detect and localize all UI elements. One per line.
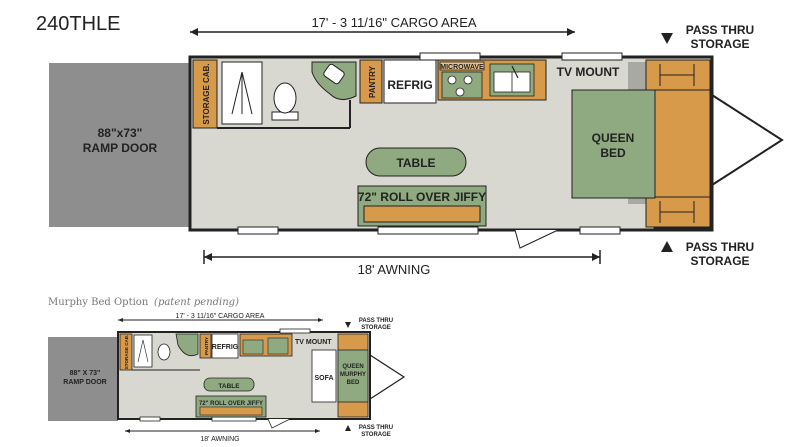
jiffy-label: 72" ROLL OVER JIFFY bbox=[358, 190, 486, 204]
ramp-door-size: 88"x73" bbox=[98, 126, 143, 140]
pass-thru-top-label: PASS THRU bbox=[686, 23, 754, 37]
option-pass-thru-bottom: PASS THRU bbox=[359, 425, 393, 431]
option-refrig-label: REFRIG bbox=[212, 344, 239, 351]
option-pass-thru-top: PASS THRU bbox=[359, 318, 393, 324]
pass-thru-bottom-label: PASS THRU bbox=[686, 240, 754, 254]
option-pass-thru-bottom: STORAGE bbox=[361, 432, 391, 438]
window bbox=[579, 226, 621, 235]
pass-thru-top-label: STORAGE bbox=[690, 37, 749, 51]
queen-bed bbox=[571, 89, 656, 199]
option-pass-thru-arrow-icon bbox=[345, 322, 351, 328]
storage-cab-label: STORAGE CAB. bbox=[202, 63, 211, 124]
option-storage-cab-label: STORAGE CAB. bbox=[124, 335, 129, 369]
awning-dimension bbox=[203, 250, 601, 264]
option-sofa-label: SOFA bbox=[314, 375, 333, 382]
pantry bbox=[359, 59, 383, 104]
dinette-table bbox=[365, 147, 467, 177]
awning-label: 18' AWNING bbox=[358, 262, 431, 277]
refrig-label: REFRIG bbox=[387, 78, 432, 92]
queen-bed-label: BED bbox=[600, 146, 626, 160]
table-label: TABLE bbox=[396, 156, 435, 170]
burner-icon bbox=[455, 87, 465, 97]
pass-thru-arrow-icon bbox=[661, 33, 673, 44]
cargo-dimension bbox=[190, 16, 575, 36]
ramp-door bbox=[49, 63, 190, 227]
window bbox=[279, 328, 311, 334]
option-murphy-label: MURPHY bbox=[340, 372, 366, 378]
option-pass-thru-arrow-icon bbox=[345, 425, 351, 431]
option-hitch bbox=[369, 354, 406, 400]
burner-icon bbox=[447, 75, 457, 85]
option-refrigerator bbox=[211, 333, 239, 359]
storage-slats bbox=[659, 64, 695, 223]
burner-icon bbox=[463, 75, 473, 85]
option-caption-note: (patent pending) bbox=[154, 297, 239, 308]
window bbox=[419, 52, 481, 61]
option-table-label: TABLE bbox=[218, 383, 240, 390]
window bbox=[237, 226, 279, 235]
option-cargo-dimension bbox=[118, 312, 323, 322]
storage-cabinet bbox=[192, 59, 218, 129]
option-pantry bbox=[199, 333, 212, 359]
microwave bbox=[439, 61, 485, 71]
option-murphy-bed bbox=[337, 349, 369, 403]
option-tv-mount-label: TV MOUNT bbox=[295, 339, 332, 346]
window bbox=[377, 226, 479, 235]
option-pass-thru-top: STORAGE bbox=[361, 325, 391, 331]
option-ramp-door bbox=[48, 337, 118, 421]
option-pantry-label: PANTRY bbox=[204, 337, 209, 355]
option-awning-label: 18' AWNING bbox=[200, 436, 239, 443]
vanity-sink bbox=[323, 63, 345, 85]
cargo-area-label: 17' - 3 11/16" CARGO AREA bbox=[311, 15, 476, 30]
option-shower bbox=[133, 334, 153, 368]
toilet bbox=[273, 82, 297, 114]
tv-mount-label: TV MOUNT bbox=[557, 65, 620, 79]
queen-bed-label: QUEEN bbox=[592, 131, 635, 145]
option-caption-title: Murphy Bed Option bbox=[48, 297, 149, 308]
option-kitchen-sink bbox=[267, 337, 289, 355]
entry-door bbox=[514, 229, 559, 249]
ramp-door-label: RAMP DOOR bbox=[83, 141, 158, 155]
bathroom bbox=[217, 61, 357, 129]
pass-thru-arrow-icon bbox=[661, 241, 673, 252]
option-dinette-table bbox=[203, 377, 255, 392]
option-jiffy-label: 72" ROLL OVER JIFFY bbox=[199, 401, 263, 407]
option-corner-vanity bbox=[175, 333, 199, 357]
option-cargo-label: 17' - 3 11/16" CARGO AREA bbox=[176, 313, 265, 320]
option-caption: Murphy Bed Option (patent pending) bbox=[48, 297, 239, 308]
hitch bbox=[711, 94, 784, 186]
window bbox=[561, 52, 623, 61]
window bbox=[139, 416, 161, 422]
microwave-label: MICROWAVE bbox=[440, 64, 484, 71]
window bbox=[211, 416, 257, 422]
option-ramp-size: 88" X 73" bbox=[70, 370, 101, 377]
option-murphy-label: BED bbox=[347, 380, 360, 386]
option-murphy-label: QUEEN bbox=[342, 364, 363, 370]
option-storage-cabinet bbox=[119, 333, 133, 371]
pantry-label: PANTRY bbox=[368, 65, 377, 98]
option-awning-dimension bbox=[125, 429, 320, 433]
refrigerator bbox=[383, 59, 437, 104]
option-ramp-label: RAMP DOOR bbox=[63, 379, 106, 386]
option-cooktop bbox=[242, 339, 264, 355]
option-entry-door bbox=[267, 418, 291, 429]
option-sofa bbox=[311, 349, 337, 403]
faucet-icon bbox=[511, 65, 519, 79]
pass-thru-bottom-label: STORAGE bbox=[690, 254, 749, 268]
model-title: 240THLE bbox=[36, 13, 121, 35]
option-toilet bbox=[157, 343, 171, 361]
